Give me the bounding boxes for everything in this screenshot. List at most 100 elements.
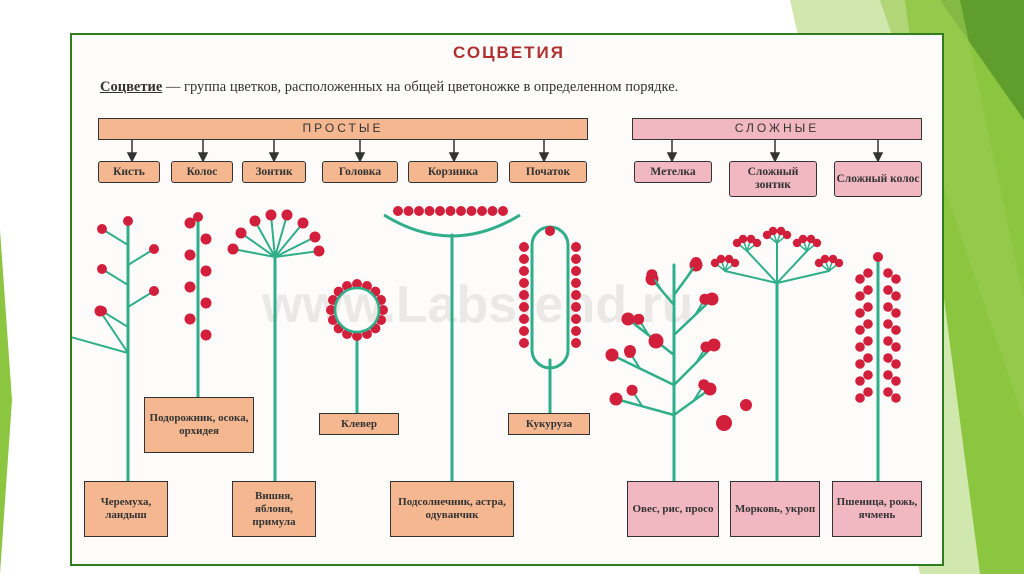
umbel-ray xyxy=(274,236,316,258)
raceme-flower xyxy=(149,244,159,254)
umbel-flower xyxy=(227,243,239,255)
raceme-flower xyxy=(97,224,107,234)
capitulum-flower xyxy=(403,206,414,216)
spadix-flower xyxy=(571,290,581,300)
compound-spike-flower xyxy=(883,285,893,295)
spadix-flower xyxy=(519,302,529,312)
spike-flower xyxy=(193,212,203,222)
compound-umbel-ray xyxy=(724,270,778,284)
umbel-flower xyxy=(313,245,325,257)
connector-arrows xyxy=(126,140,884,163)
compound-spike-flower xyxy=(883,353,893,363)
panicle-flower xyxy=(698,379,710,391)
compound-umbel-flower xyxy=(834,258,844,268)
simple-group-bar: ПРОСТЫЕ xyxy=(98,118,588,140)
compound-umbel-flower xyxy=(792,238,802,248)
compound-spike-flower xyxy=(891,325,901,335)
compound-umbel-flower xyxy=(752,238,762,248)
panicle-flower xyxy=(633,313,645,325)
head-flower xyxy=(326,305,336,315)
spadix-flower xyxy=(519,290,529,300)
spike-flower xyxy=(200,233,212,245)
definition-text: — группа цветков, расположенных на общей… xyxy=(162,79,679,95)
compound-spike-flower xyxy=(883,319,893,329)
raceme-flower xyxy=(149,286,159,296)
example-compound-spike: Пшеница, рожь, ячмень xyxy=(832,481,922,537)
compound-spike-flower xyxy=(891,342,901,352)
compound-spike-flower xyxy=(855,291,865,301)
umbel-flower xyxy=(235,227,247,239)
panicle-branch xyxy=(672,297,714,337)
compound-spike-flower xyxy=(855,308,865,318)
category-head: Головка xyxy=(322,161,398,183)
compound-spike-flower xyxy=(863,285,873,295)
panicle-flower xyxy=(690,257,702,268)
category-spike: Колос xyxy=(171,161,233,183)
compound-umbel-flower xyxy=(732,238,742,248)
compound-spike-flower xyxy=(855,342,865,352)
spadix-flower xyxy=(519,278,529,288)
spadix-flower xyxy=(519,242,529,252)
raceme-pedicel xyxy=(127,290,155,308)
spadix-flower xyxy=(519,338,529,348)
capitulum-flower xyxy=(498,206,508,216)
compound-spike-flower xyxy=(883,268,893,278)
raceme-pedicel xyxy=(101,268,129,286)
category-umbel: Зонтик xyxy=(242,161,306,183)
compound-spike-flower xyxy=(863,387,873,397)
raceme-pedicel xyxy=(101,310,129,328)
panicle-branch xyxy=(610,353,676,387)
example-head: Клевер xyxy=(319,413,399,435)
panicle-flower xyxy=(716,415,732,431)
spadix-flower xyxy=(571,338,581,348)
head-flower xyxy=(352,279,362,289)
compound-spike-flower xyxy=(891,376,901,386)
capitulum-flower xyxy=(393,206,403,216)
spadix-flower xyxy=(571,314,581,324)
compound-umbel-ray xyxy=(746,250,778,284)
compound-spike-flower xyxy=(855,376,865,386)
compound-umbel-flower xyxy=(738,234,748,244)
capitulum-flower xyxy=(477,206,487,216)
example-spadix: Кукуруза xyxy=(508,413,590,435)
panicle-flower xyxy=(740,399,752,411)
compound-spike-flower xyxy=(863,268,873,278)
compound-umbel-flower xyxy=(814,258,824,268)
head-flower xyxy=(352,331,362,341)
umbel-flower xyxy=(309,231,321,243)
spike-flower xyxy=(200,329,212,341)
plant-drawings xyxy=(72,140,901,483)
panicle-flower xyxy=(648,333,664,349)
compound-umbel-flower xyxy=(782,230,792,240)
capitulum-receptacle xyxy=(383,213,521,238)
compound-umbel-flower xyxy=(798,234,808,244)
compound-spike-flower xyxy=(855,393,865,403)
spadix-flower xyxy=(571,266,581,276)
compound-spike-flower xyxy=(873,252,883,262)
compound-umbel-flower xyxy=(828,254,838,264)
category-compound-spike: Сложный колос xyxy=(834,161,922,197)
compound-spike-flower xyxy=(855,325,865,335)
umbel-ray xyxy=(270,214,276,258)
panicle-branch xyxy=(614,397,676,417)
capitulum-flower xyxy=(445,206,456,216)
umbel-flower xyxy=(249,215,261,227)
umbel-ray xyxy=(240,232,276,258)
capitulum-flower xyxy=(435,206,445,216)
capitulum-flower xyxy=(456,206,466,216)
compound-spike-flower xyxy=(863,353,873,363)
page-title: СОЦВЕТИЯ xyxy=(453,43,565,62)
spadix-flower xyxy=(519,326,529,336)
spike-flower xyxy=(184,281,196,293)
compound-spike-flower xyxy=(883,387,893,397)
capitulum-flower xyxy=(414,206,424,216)
panicle-flower xyxy=(699,293,711,305)
example-umbel: Вишня, яблоня, примула xyxy=(232,481,316,537)
spadix-flower xyxy=(571,302,581,312)
umbel-ray xyxy=(254,220,276,258)
panicle-flower xyxy=(605,348,619,362)
spadix-flower xyxy=(519,266,529,276)
umbel-ray xyxy=(274,250,320,258)
compound-umbel-flower xyxy=(730,258,740,268)
head-flower xyxy=(378,305,388,315)
